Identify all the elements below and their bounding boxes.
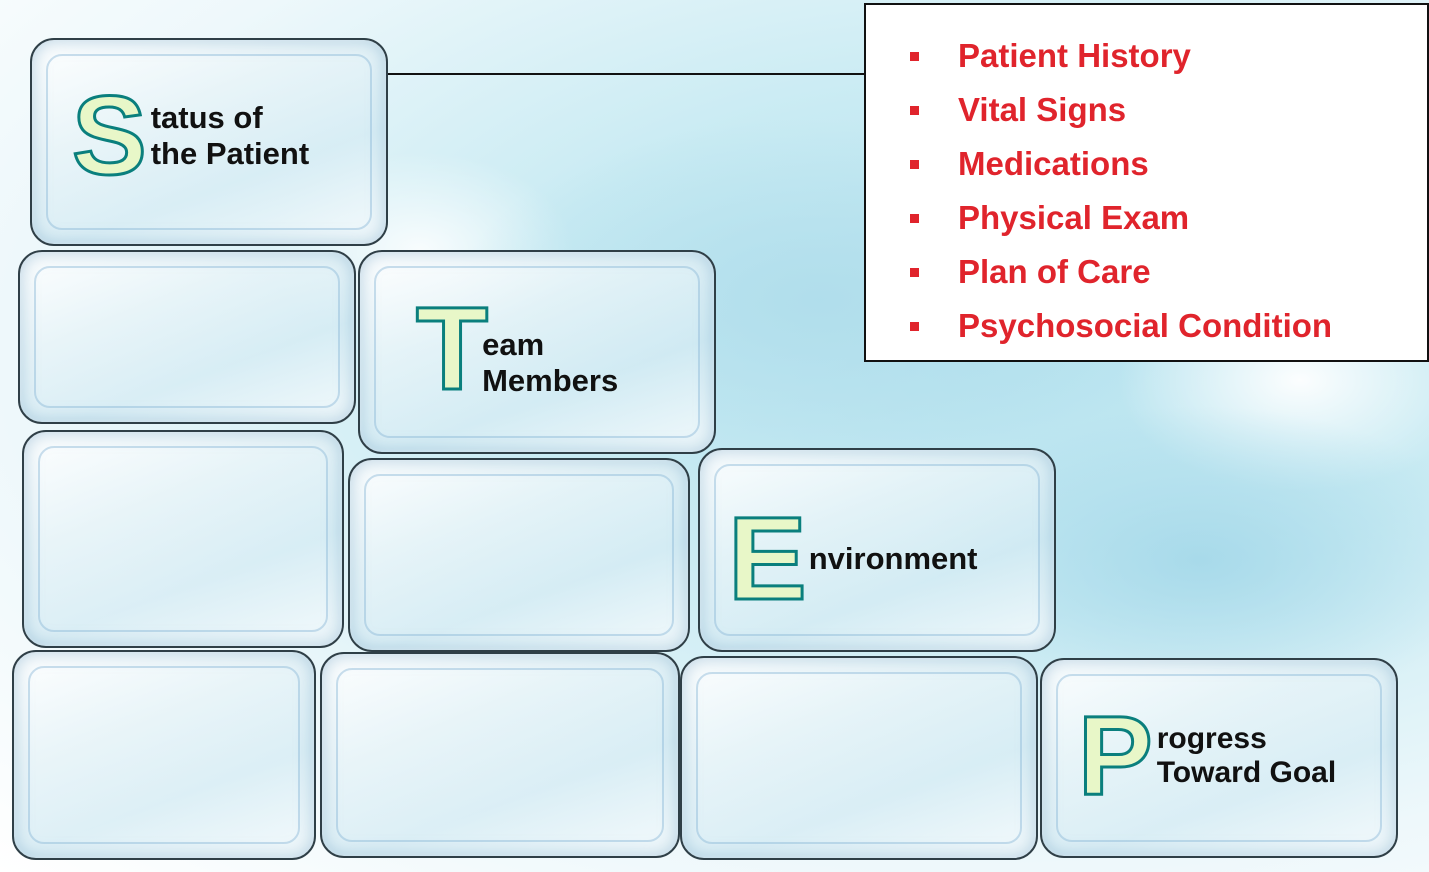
callout-list: Patient History Vital Signs Medications … — [866, 5, 1427, 353]
label-environment: E nvironment — [727, 493, 978, 625]
block-empty — [18, 250, 356, 424]
block-empty — [680, 656, 1038, 860]
block-empty — [348, 458, 690, 652]
label-line: Members — [482, 363, 619, 398]
connector-line — [388, 73, 864, 75]
acronym-letter-e: E — [727, 493, 809, 625]
label-progress: P rogress Toward Goal — [1077, 693, 1337, 818]
list-item-label: Plan of Care — [958, 253, 1151, 290]
label-line: the Patient — [150, 136, 310, 171]
bullet-icon — [910, 105, 919, 115]
label-line: tatus of — [150, 100, 263, 136]
list-item: Physical Exam — [910, 191, 1427, 245]
list-item: Medications — [910, 137, 1427, 191]
list-item: Plan of Care — [910, 245, 1427, 299]
list-item-label: Patient History — [958, 37, 1191, 74]
list-item: Patient History — [910, 29, 1427, 83]
bullet-icon — [910, 321, 919, 331]
block-empty — [12, 650, 316, 860]
callout-box: Patient History Vital Signs Medications … — [864, 3, 1429, 362]
list-item-label: Vital Signs — [958, 91, 1127, 128]
acronym-letter-s: S — [71, 73, 149, 198]
bullet-icon — [910, 51, 919, 61]
list-item-label: Medications — [958, 145, 1149, 182]
acronym-letter-p: P — [1077, 693, 1155, 818]
label-status: S tatus of the Patient — [71, 73, 310, 198]
label-line: nvironment — [808, 541, 978, 577]
bullet-icon — [910, 213, 919, 223]
label-line: eam — [482, 327, 545, 363]
block-status — [30, 38, 388, 246]
label-line: Toward Goal — [1156, 756, 1337, 789]
list-item-label: Physical Exam — [958, 199, 1190, 236]
block-empty — [320, 652, 680, 858]
block-team — [358, 250, 716, 454]
list-item: Vital Signs — [910, 83, 1427, 137]
label-team: T eam Members — [414, 283, 619, 415]
list-item-label: Psychosocial Condition — [958, 307, 1333, 344]
block-empty — [22, 430, 344, 648]
bullet-icon — [910, 159, 919, 169]
label-line: rogress — [1156, 721, 1267, 755]
list-item: Psychosocial Condition — [910, 299, 1427, 353]
block-progress — [1040, 658, 1398, 858]
bullet-icon — [910, 267, 919, 277]
block-environment — [698, 448, 1056, 652]
acronym-letter-t: T — [414, 283, 489, 415]
